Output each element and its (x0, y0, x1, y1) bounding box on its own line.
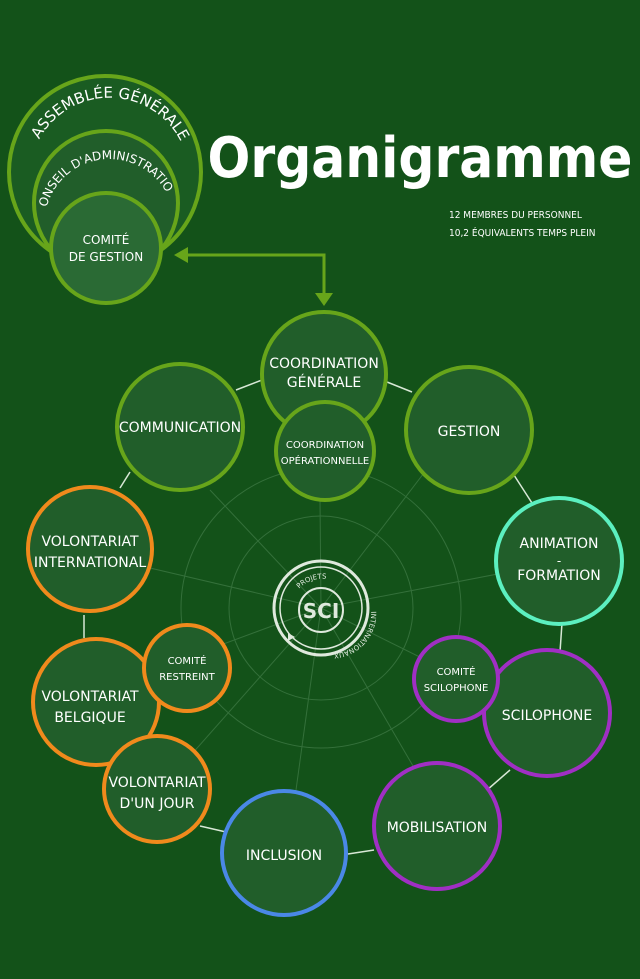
comite-gestion-label-2: DE GESTION (69, 250, 143, 264)
node-gestion[interactable]: GESTION (404, 365, 534, 495)
coordination-operationnelle-label-1: COORDINATION (286, 440, 364, 451)
scilophone-label: SCILOPHONE (502, 708, 592, 724)
volontariat-un-jour-label-2: D'UN JOUR (120, 796, 195, 812)
node-mobilisation[interactable]: MOBILISATION (372, 761, 502, 891)
sci-logo: SCI PROJETS INTERNATIONAUX (272, 559, 377, 660)
comite-scilophone-label-1: COMITÉ (437, 665, 476, 678)
node-comite-scilophone[interactable]: COMITÉ SCILOPHONE (412, 635, 500, 723)
comite-gestion-circle[interactable] (49, 191, 163, 305)
arrow-connector (174, 247, 333, 306)
comite-scilophone-label-2: SCILOPHONE (424, 683, 489, 694)
node-coordination-generale[interactable]: COORDINATION GÉNÉRALE (260, 310, 388, 438)
node-animation-formation[interactable]: ANIMATION - FORMATION (494, 496, 624, 626)
volontariat-belgique-label-2: BELGIQUE (54, 710, 125, 726)
staff-fte: 10,2 ÉQUIVALENTS TEMPS PLEIN (449, 226, 595, 239)
sci-logo-text: SCI (303, 599, 340, 623)
arrow-left-icon (174, 247, 188, 263)
comite-gestion-label-1: COMITÉ (83, 232, 130, 247)
formation-label: FORMATION (517, 568, 601, 584)
page-title: Organigramme (208, 126, 633, 191)
node-communication[interactable]: COMMUNICATION (115, 362, 245, 492)
comite-restreint-label-1: COMITÉ (168, 654, 207, 667)
comite-restreint-label-2: RESTREINT (159, 672, 215, 683)
play-icon (288, 633, 295, 641)
coordination-generale-label-2: GÉNÉRALE (287, 374, 361, 391)
node-connectors (83, 379, 563, 855)
coordination-operationnelle-label-2: OPÉRATIONNELLE (281, 454, 370, 467)
node-volontariat-un-jour[interactable]: VOLONTARIAT D'UN JOUR (102, 734, 212, 844)
arrow-down-icon (315, 293, 333, 306)
animation-label: ANIMATION (520, 536, 599, 552)
node-comite-restreint[interactable]: COMITÉ RESTREINT (142, 623, 232, 713)
animation-dash: - (557, 554, 561, 568)
volontariat-international-label-2: INTERNATIONAL (34, 555, 146, 571)
node-coordination-operationnelle[interactable]: COORDINATION OPÉRATIONNELLE (274, 400, 376, 502)
volontariat-un-jour-label-1: VOLONTARIAT (108, 775, 206, 791)
node-scilophone[interactable]: SCILOPHONE (482, 648, 612, 778)
coordination-generale-label-1: COORDINATION (269, 356, 379, 372)
volontariat-international-label-1: VOLONTARIAT (41, 534, 139, 550)
governance-group: ASSEMBLÉE GÉNÉRALE CONSEIL D'ADMINISTRAT… (0, 0, 203, 305)
node-inclusion[interactable]: INCLUSION (220, 789, 348, 917)
staff-count: 12 MEMBRES DU PERSONNEL (449, 210, 582, 221)
mobilisation-label: MOBILISATION (387, 820, 488, 836)
node-volontariat-international[interactable]: VOLONTARIAT INTERNATIONAL (26, 485, 154, 613)
volontariat-belgique-label-1: VOLONTARIAT (41, 689, 139, 705)
communication-label: COMMUNICATION (119, 420, 241, 436)
sci-logo-ring-bottom: INTERNATIONAUX (333, 611, 377, 659)
gestion-label: GESTION (438, 424, 501, 440)
inclusion-label: INCLUSION (246, 848, 322, 864)
